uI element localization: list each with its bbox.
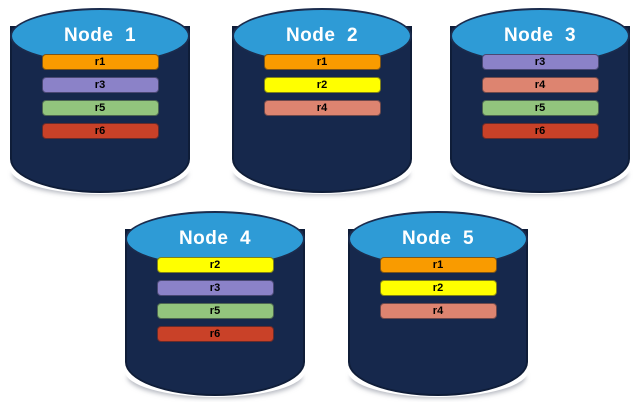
node-cylinder-3[interactable]: Node 3 r3 r4 r5 r6 [450,8,630,193]
node-cylinder-5[interactable]: Node 5 r1 r2 r4 [348,211,528,396]
record-list: r2 r3 r5 r6 [125,257,305,349]
cylinder-top-ellipse [348,211,528,267]
record-bar[interactable]: r3 [156,280,274,296]
record-bar[interactable]: r5 [481,100,599,116]
record-bar[interactable]: r5 [156,303,274,319]
record-list: r1 r2 r4 [348,257,528,326]
record-bar[interactable]: r4 [379,303,497,319]
record-list: r3 r4 r5 r6 [450,54,630,146]
record-bar[interactable]: r2 [379,280,497,296]
node-cylinder-4[interactable]: Node 4 r2 r3 r5 r6 [125,211,305,396]
record-bar[interactable]: r2 [156,257,274,273]
node-title: Node 2 [285,25,359,46]
record-bar[interactable]: r5 [41,100,159,116]
node-cylinder-2[interactable]: Node 2 r1 r2 r4 [232,8,412,193]
record-list: r1 r3 r5 r6 [10,54,190,146]
node-cylinder-1[interactable]: Node 1 r1 r3 r5 r6 [10,8,190,193]
record-bar[interactable]: r6 [156,326,274,342]
record-bar[interactable]: r6 [481,123,599,139]
node-title: Node 1 [63,25,137,46]
record-bar[interactable]: r4 [481,77,599,93]
node-title: Node 3 [503,25,577,46]
record-bar[interactable]: r1 [263,54,381,70]
node-title: Node 5 [401,228,475,249]
record-bar[interactable]: r2 [263,77,381,93]
node-title: Node 4 [178,228,252,249]
record-list: r1 r2 r4 [232,54,412,123]
record-bar[interactable]: r6 [41,123,159,139]
record-bar[interactable]: r3 [41,77,159,93]
record-bar[interactable]: r4 [263,100,381,116]
record-bar[interactable]: r1 [41,54,159,70]
record-bar[interactable]: r3 [481,54,599,70]
record-bar[interactable]: r1 [379,257,497,273]
